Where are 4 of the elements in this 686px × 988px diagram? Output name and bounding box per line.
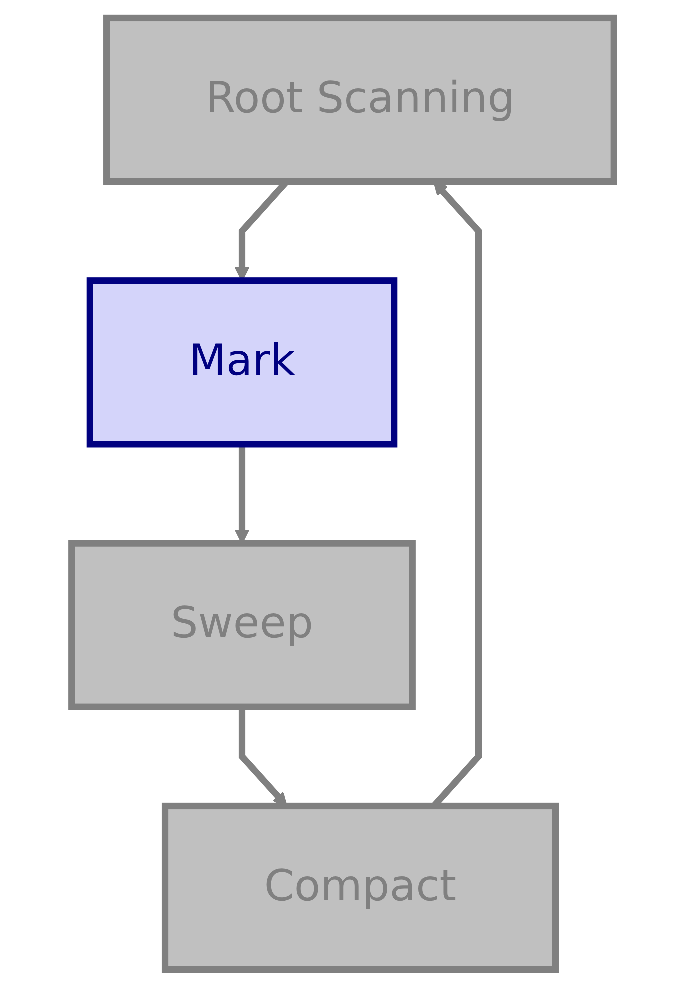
node-box: Root Scanning xyxy=(104,14,618,186)
node-box: Sweep xyxy=(68,540,416,710)
node-box: Mark xyxy=(86,278,398,448)
node-box: Compact xyxy=(162,802,559,974)
